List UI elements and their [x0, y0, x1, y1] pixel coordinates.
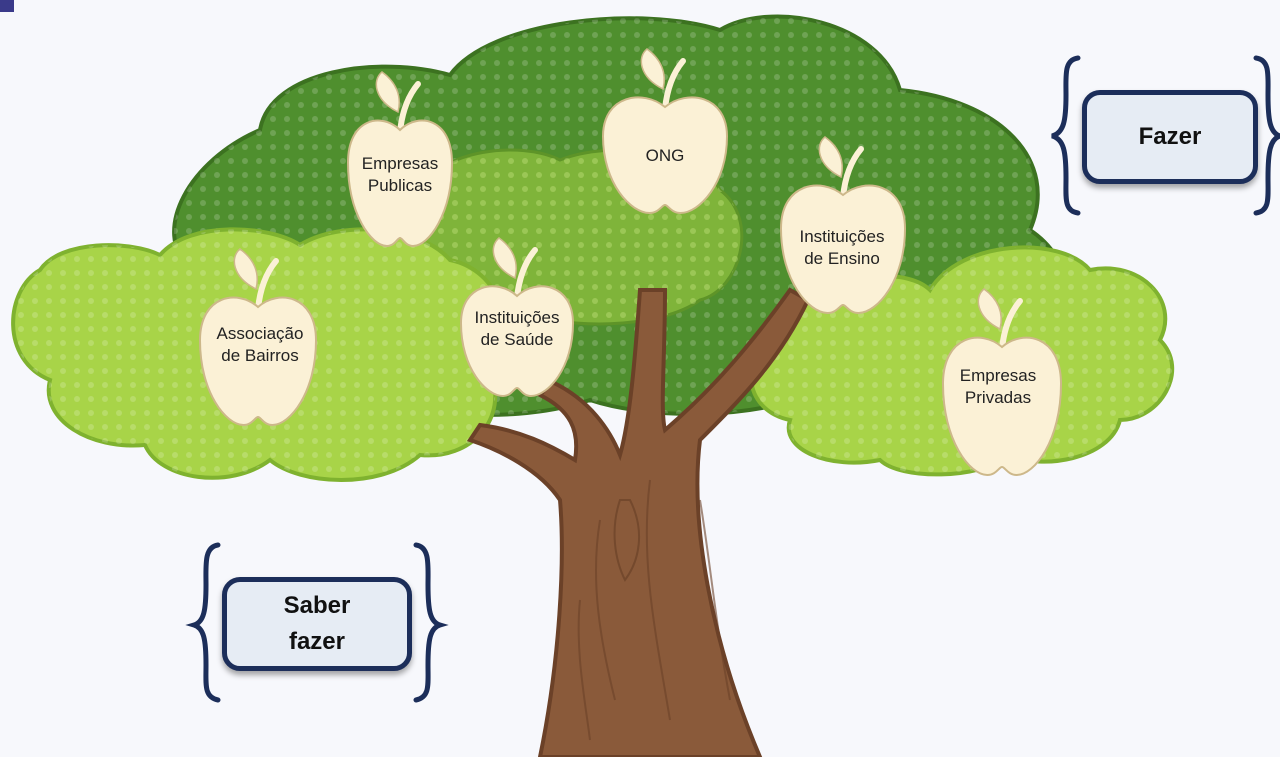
saber-fazer-braces: [185, 542, 449, 703]
apple-stem: [662, 58, 686, 112]
apple-leaf: [640, 48, 665, 91]
apple-associacao-bairros: [198, 248, 318, 427]
apple-stem: [255, 258, 279, 312]
apple-stem: [514, 247, 538, 301]
trunk: [466, 287, 811, 757]
apple-empresas-privadas: [941, 288, 1063, 477]
apple-body: [459, 285, 575, 398]
apple-body: [779, 184, 907, 315]
apple-leaf: [818, 136, 843, 179]
corner-mark: [0, 0, 14, 12]
apple-ong: [601, 48, 729, 215]
apple-stem: [840, 146, 864, 200]
apple-empresas-publicas: [346, 71, 454, 248]
apple-stem: [999, 298, 1023, 352]
fazer-braces: [1051, 55, 1280, 216]
apple-label-ong: ONG: [645, 146, 685, 165]
apple-body: [941, 336, 1063, 477]
apple-label-associacao-bairros: Associação de Bairros: [216, 324, 304, 365]
apple-instituicoes-saude: [459, 237, 575, 398]
apple-label-empresas-privadas: Empresas Privadas: [959, 366, 1037, 407]
apple-label-instituicoes-saude: Instituições de Saúde: [474, 308, 560, 349]
apple-leaf: [233, 248, 258, 291]
apple-leaf: [977, 288, 1002, 331]
apple-label-empresas-publicas: Empresas Publicas: [361, 154, 439, 195]
apple-leaf: [375, 71, 400, 114]
apple-label-instituicoes-ensino: Instituições de Ensino: [799, 227, 885, 268]
apple-body: [346, 119, 454, 248]
apple-leaf: [492, 237, 517, 280]
apple-instituicoes-ensino: [779, 136, 907, 315]
apple-body: [601, 96, 729, 215]
apple-body: [198, 296, 318, 427]
saber-fazer-box: Saber fazer: [222, 577, 412, 671]
fazer-box: Fazer: [1082, 90, 1258, 184]
apple-stem: [397, 81, 421, 135]
